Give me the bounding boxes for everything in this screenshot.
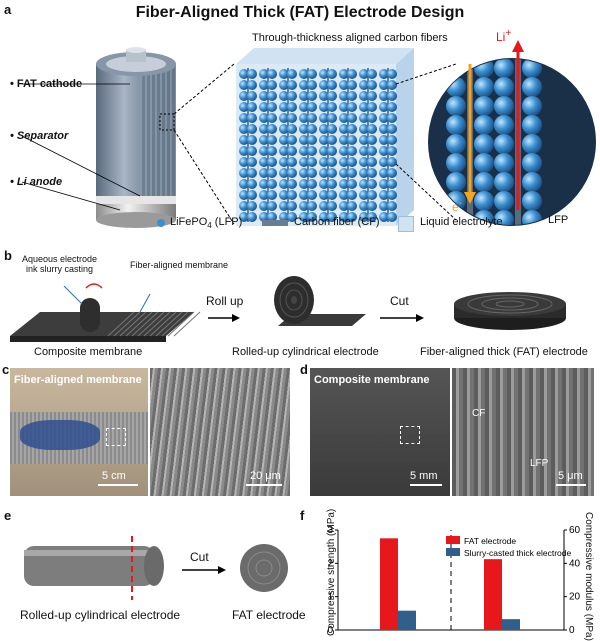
bar-1-0 — [398, 610, 416, 630]
electrolyte-legend-icon — [398, 216, 414, 232]
tick-right-20: 20 — [569, 592, 581, 603]
composite-membrane-title: Composite membrane — [314, 374, 430, 386]
panel-e-graphic — [24, 536, 288, 600]
panel-c-label: c — [2, 362, 10, 377]
scale-5cm: 5 cm — [102, 470, 126, 482]
panel-a-graphic — [21, 40, 596, 228]
legend-swatch-0 — [446, 536, 460, 544]
y-axis-label-left: Compressive strength (MPa) — [326, 508, 337, 636]
fiber-membrane-photo: Fiber-aligned membrane 5 cm — [10, 368, 148, 496]
fibers-label: Through-thickness aligned carbon fibers — [252, 32, 448, 44]
bar-1-1 — [502, 619, 520, 630]
cf-annotation: CF — [472, 408, 486, 419]
tick-left-0: 0 — [327, 625, 333, 636]
legend-lfp: LiFePO4 (LFP) — [170, 216, 243, 231]
lfp-fiber-columns — [239, 68, 397, 222]
panel-b-label: b — [4, 248, 12, 263]
battery-cell-icon — [96, 47, 176, 228]
carbon-fiber-legend-icon — [262, 220, 288, 226]
fat-electrode-photo — [240, 544, 288, 592]
panel-b-graphic — [10, 276, 566, 342]
caption-fat-electrode: Fiber-aligned thick (FAT) electrode — [420, 346, 588, 358]
panel-d-label: d — [300, 362, 308, 377]
tick-left-2: 2 — [327, 558, 333, 569]
composite-membrane-photo: Composite membrane 5 mm — [310, 368, 450, 496]
scale-5mm: 5 mm — [410, 470, 438, 482]
arrow-right-icon-3 — [218, 566, 226, 574]
legend-electrolyte: Liquid electrolyte — [420, 216, 503, 228]
membrane-label: Fiber-aligned membrane — [130, 260, 229, 270]
panel-e-caption-rolled: Rolled-up cylindrical electrode — [20, 608, 181, 622]
fiber-sem-image: 20 μm — [150, 368, 290, 496]
arrow-right-icon — [232, 314, 240, 322]
li-ion-label: Li+ — [496, 28, 512, 44]
panel-f-label: f — [300, 508, 305, 523]
panel-e-caption-fat: FAT electrode — [232, 608, 306, 622]
step-cut: Cut — [390, 294, 409, 308]
electron-label: e- — [452, 198, 463, 214]
cell-label-separator: • Separator — [10, 130, 69, 142]
tick-right-40: 40 — [569, 558, 581, 569]
cell-label-anode: • Li anode — [10, 176, 63, 188]
step-roll-up: Roll up — [206, 294, 244, 308]
tick-right-0: 0 — [569, 625, 575, 636]
tick-left-3: 3 — [327, 525, 333, 536]
ink-roller-icon — [80, 298, 100, 332]
li-ion-arrow-icon — [512, 40, 524, 52]
scale-20um: 20 μm — [250, 470, 281, 482]
lfp-pointer-label: LFP — [548, 214, 569, 226]
rolled-membrane-icon — [274, 276, 366, 326]
panel-a-label: a — [4, 2, 12, 17]
y-axis-label-right: Compressive modulus (MPa) — [583, 512, 594, 641]
legend-label-1: Slurry-casted thick electrode — [464, 548, 572, 558]
caption-composite-membrane: Composite membrane — [34, 346, 143, 358]
tick-right-60: 60 — [569, 525, 581, 536]
cell-label-cathode: • FAT cathode — [10, 78, 83, 90]
legend-swatch-1 — [446, 548, 460, 556]
arrow-right-icon-2 — [416, 314, 424, 322]
composite-sem-image: CF LFP 5 μm — [452, 368, 594, 496]
legend-label-0: FAT electrode — [464, 536, 516, 546]
fat-electrode-disc-icon — [454, 292, 566, 330]
bar-0-0 — [380, 538, 398, 630]
panel-e-label: e — [4, 508, 12, 523]
bar-0-1 — [484, 559, 502, 630]
caption-rolled-electrode: Rolled-up cylindrical electrode — [232, 346, 379, 358]
panel-e-step-cut: Cut — [190, 550, 209, 564]
lfp-legend-icon — [157, 219, 165, 227]
scale-5um: 5 μm — [558, 470, 583, 482]
fiber-membrane-title: Fiber-aligned membrane — [14, 374, 142, 386]
electron-arrow-icon — [464, 192, 476, 204]
lfp-annotation: LFP — [530, 458, 549, 469]
panel-a-title: Fiber-Aligned Thick (FAT) Electrode Desi… — [135, 4, 465, 21]
tick-left-1: 1 — [327, 592, 333, 603]
legend-cf: Carbon fiber (CF) — [294, 216, 380, 228]
